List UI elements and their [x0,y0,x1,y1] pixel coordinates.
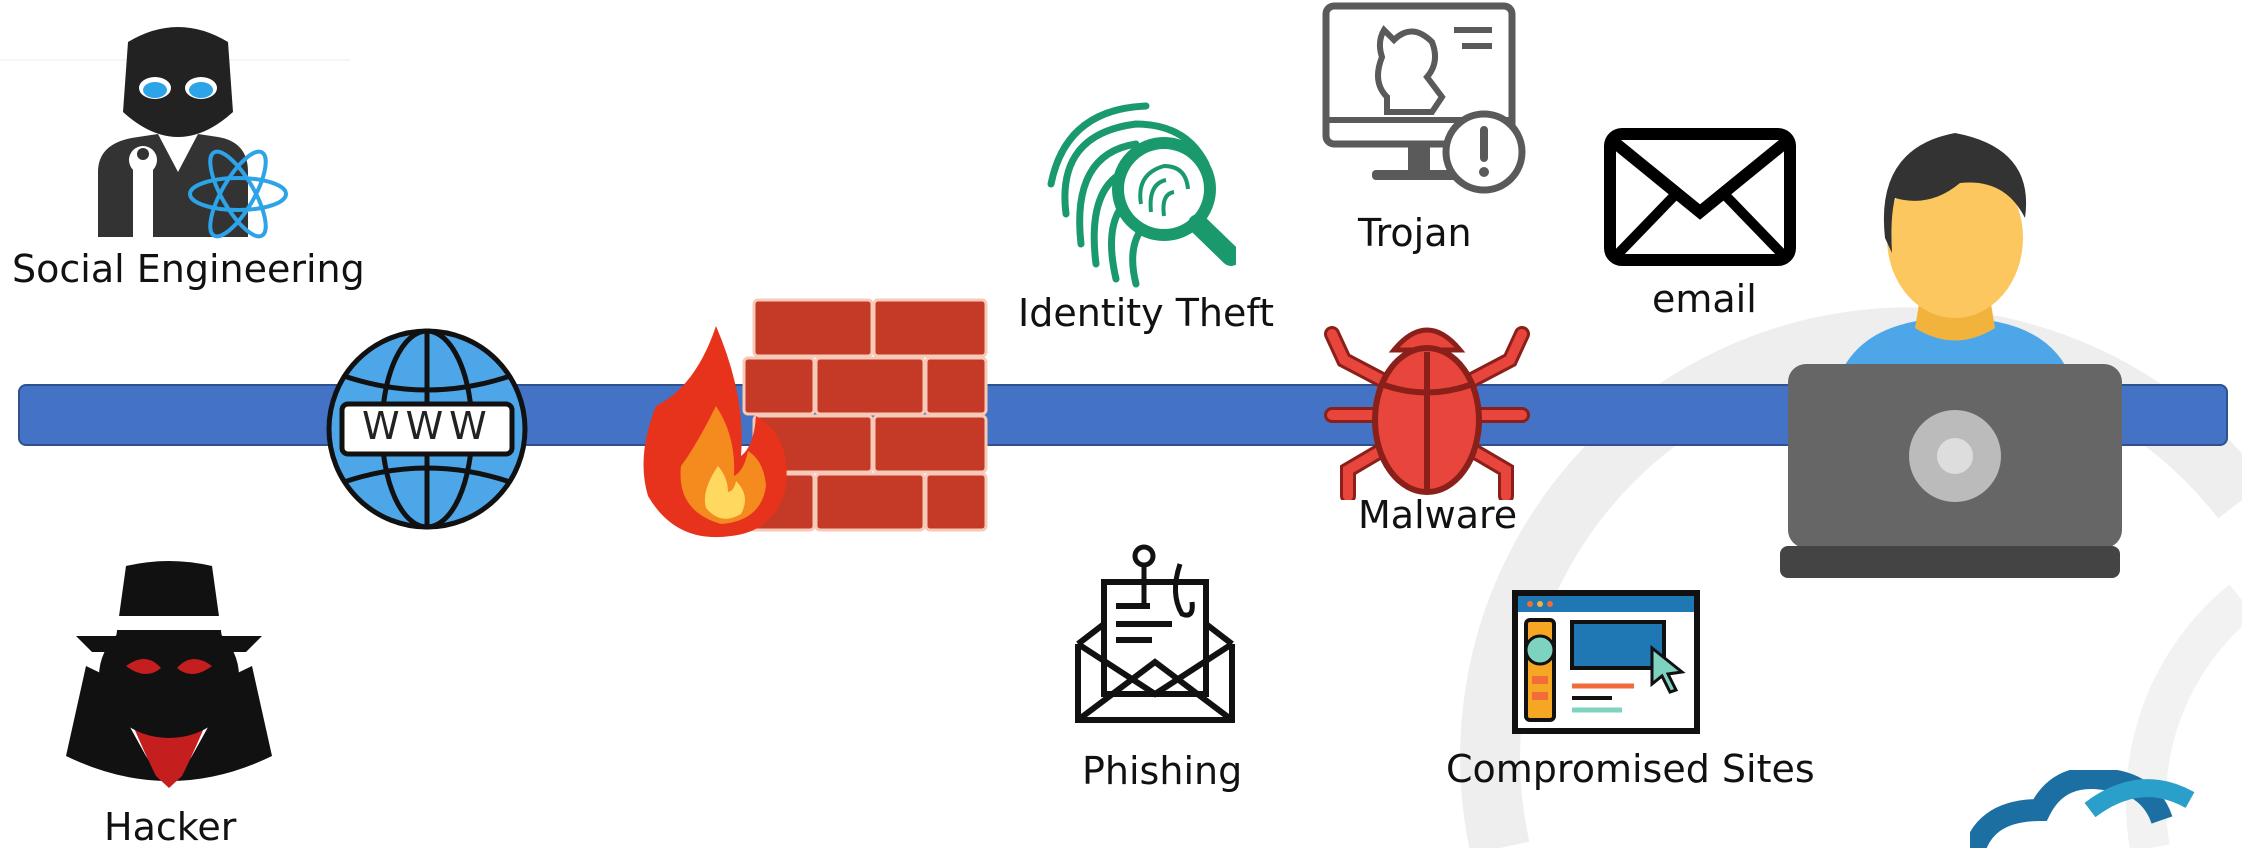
fingerprint-search-icon [1047,102,1236,288]
compromised-website-icon [1512,590,1700,734]
hacker-spy-icon [66,561,272,792]
user-laptop-icon [1780,133,2122,578]
bug-icon [1324,326,1530,500]
www-label: WWW [362,404,493,448]
trojan-label: Trojan [1358,211,1472,255]
malware-label: Malware [1358,493,1518,537]
compromised-sites-label: Compromised Sites [1446,747,1815,791]
trojan-horse-monitor-icon [1322,2,1526,194]
www-globe-icon [326,328,528,530]
identity-theft-label: Identity Theft [1018,291,1274,335]
email-label: email [1652,277,1757,321]
phishing-label: Phishing [1082,749,1243,793]
firewall-icon [643,298,988,538]
hacker-label: Hacker [104,805,237,849]
cloud-logo-icon [1970,770,2195,848]
envelope-icon [1604,128,1796,266]
social-engineering-label: Social Engineering [12,247,365,291]
phishing-envelope-icon [1075,544,1235,723]
engineer-atom-icon [98,27,288,239]
